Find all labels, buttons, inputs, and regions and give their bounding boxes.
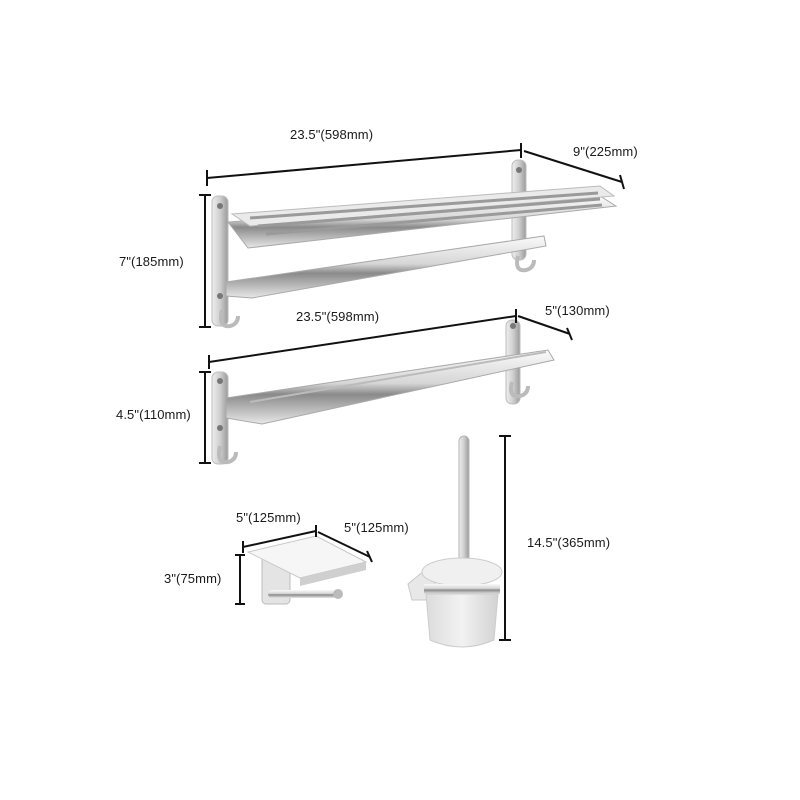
paper-holder-height-label: 3"(75mm)	[164, 571, 222, 586]
towel-shelf-width-label: 23.5"(598mm)	[290, 127, 374, 142]
towel-bar-height-label: 4.5"(110mm)	[116, 407, 191, 422]
towel-shelf-illustration	[211, 159, 618, 329]
paper-holder-depth-label: 5"(125mm)	[344, 520, 409, 535]
paper-holder-width-label: 5"(125mm)	[236, 510, 301, 525]
towel-bar-illustration	[211, 319, 555, 465]
dimension-lines	[199, 143, 625, 641]
towel-bar-width-label: 23.5"(598mm)	[296, 309, 380, 324]
towel-bar-depth-label: 5"(130mm)	[545, 303, 610, 318]
paper-holder-illustration	[246, 535, 368, 605]
towel-shelf-depth-label: 9"(225mm)	[573, 144, 638, 159]
toilet-brush-illustration	[407, 435, 503, 648]
toilet-brush-height-label: 14.5"(365mm)	[527, 535, 611, 550]
towel-shelf-height-label: 7"(185mm)	[119, 254, 184, 269]
